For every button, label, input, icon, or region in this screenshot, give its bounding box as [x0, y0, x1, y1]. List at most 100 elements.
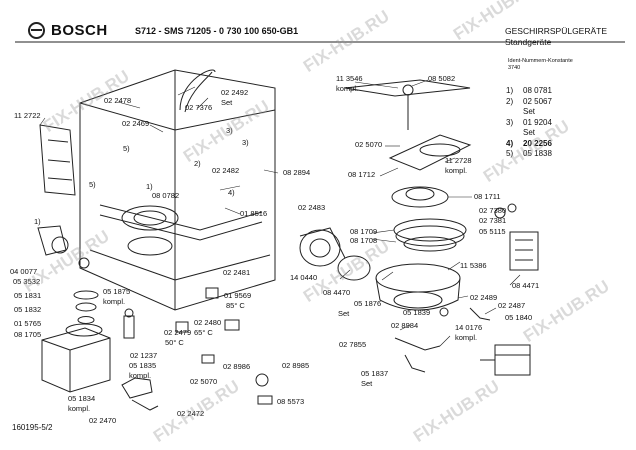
part-label: 02 2479 — [164, 328, 192, 337]
disc — [255, 373, 269, 387]
part-label: kompl. — [103, 297, 126, 306]
part-label: 14 0176 — [455, 323, 483, 332]
part-label: 08 1705 — [14, 330, 42, 339]
legend-row: 4) 20 2256 — [506, 139, 552, 150]
part-label: 02 2469 — [122, 119, 150, 128]
part-label: 08 1708 — [350, 236, 378, 245]
part-label: 05 1831 — [14, 291, 42, 300]
footnote-marker: 3) — [242, 138, 249, 147]
part-label: 01 9569 — [224, 291, 252, 300]
footnote-marker: 5) — [89, 180, 96, 189]
part-label: kompl. — [455, 333, 478, 342]
legend-num: 4) — [506, 138, 514, 148]
legend-row: 5) 05 1838 — [506, 149, 552, 160]
sump-housing — [375, 263, 461, 311]
legend-num: 1) — [506, 86, 514, 95]
part-label: 02 7381 — [479, 216, 507, 225]
seal-ring — [73, 290, 99, 300]
rinse-aid-cap — [37, 225, 67, 256]
brand-logo: BOSCH — [28, 22, 108, 39]
part-label: 02 2478 — [104, 96, 132, 105]
part-label: 01 8516 — [240, 209, 268, 218]
part-label: 02 8985 — [282, 361, 310, 370]
tub-frame — [79, 69, 276, 311]
spray-arm-lower — [388, 134, 472, 171]
brand-name: BOSCH — [51, 22, 108, 39]
part-label: 02 8986 — [223, 362, 251, 371]
part-label: 14 0440 — [290, 273, 318, 282]
part-label: Set — [361, 379, 373, 388]
part-label: 08 1712 — [348, 170, 376, 179]
part-label: kompl. — [445, 166, 468, 175]
part-label: 02 1237 — [130, 351, 158, 360]
legend-row: Set — [506, 128, 552, 139]
part-label: 85° C — [226, 301, 245, 310]
legend-part: 05 1838 — [523, 149, 552, 158]
footnote-marker: 4) — [228, 188, 235, 197]
part-label: kompl. — [68, 404, 91, 413]
part-label: 50° C — [165, 338, 184, 347]
legend-num: 2) — [506, 96, 514, 106]
part-label: 02 2481 — [223, 268, 251, 277]
part-label: 02 5070 — [355, 140, 383, 149]
legend-part: 02 5067 — [523, 96, 552, 106]
part-label: 02 7380 — [479, 206, 507, 215]
seal-ring — [77, 316, 95, 324]
thermostat — [205, 287, 219, 299]
document-id: 160195-5/2 — [12, 423, 53, 432]
part-label: 02 2487 — [498, 301, 526, 310]
drain-pump — [480, 344, 531, 376]
part-label: 02 2483 — [298, 203, 326, 212]
clamp — [507, 203, 517, 213]
part-label: 08 0782 — [152, 191, 180, 200]
clamp — [494, 207, 506, 219]
part-label: 05 1832 — [14, 305, 42, 314]
part-label: Set — [221, 98, 233, 107]
part-label: 08 2894 — [283, 168, 311, 177]
footnote-marker: 2) — [194, 159, 201, 168]
thermostat — [175, 321, 189, 333]
legend-part: 08 0781 — [523, 86, 552, 95]
legend-row: 1) 08 0781 — [506, 86, 552, 97]
part-label: 05 1876 — [354, 299, 382, 308]
part-label: 02 5070 — [190, 377, 218, 386]
heater-board — [509, 231, 539, 271]
part-label: 08 5573 — [277, 397, 305, 406]
part-label: 05 1875 — [103, 287, 131, 296]
legend-note: Set — [523, 107, 536, 116]
detergent-dispenser — [39, 124, 76, 196]
legend-row: 3)01 9204 — [506, 118, 552, 129]
bosch-logo-icon — [28, 22, 45, 39]
part-label: 65° C — [194, 328, 213, 337]
part-label: 08 4471 — [512, 281, 540, 290]
part-label: kompl. — [336, 84, 359, 93]
part-label: 01 5765 — [14, 319, 42, 328]
part-label: kompl. — [129, 371, 152, 380]
part-label: 11 2722 — [14, 111, 41, 120]
part-label: 05 1834 — [68, 394, 96, 403]
part-label: 11 5386 — [460, 261, 487, 270]
legend-note: Set — [523, 128, 536, 137]
part-label: 02 2489 — [470, 293, 498, 302]
legend-num: 5) — [506, 149, 514, 158]
part-label: 02 2492 — [221, 88, 249, 97]
part-label: 02 7376 — [185, 103, 213, 112]
footnote-marker: 1) — [146, 182, 153, 191]
footnote-marker: 3) — [226, 126, 233, 135]
sump-bowl — [121, 205, 179, 231]
part-label: 08 5082 — [428, 74, 456, 83]
part-label: 08 4470 — [323, 288, 351, 297]
connector — [121, 377, 153, 399]
filter-ring — [393, 218, 467, 242]
legend-row: Set — [506, 107, 552, 118]
legend-row: 2) 02 5067 — [506, 97, 552, 108]
part-label: 02 2482 — [212, 166, 240, 175]
part-label: 02 2472 — [177, 409, 205, 418]
model-line: S712 - SMS 71205 - 0 730 100 650-GB1 — [135, 26, 299, 36]
ident-label: Ident-Nummern-Konstante — [508, 58, 573, 64]
thermostat — [123, 315, 135, 339]
legend-part: 01 9204 — [523, 117, 552, 127]
legend-part: 20 2256 — [523, 138, 552, 148]
part-label: 11 2728 — [445, 156, 472, 165]
